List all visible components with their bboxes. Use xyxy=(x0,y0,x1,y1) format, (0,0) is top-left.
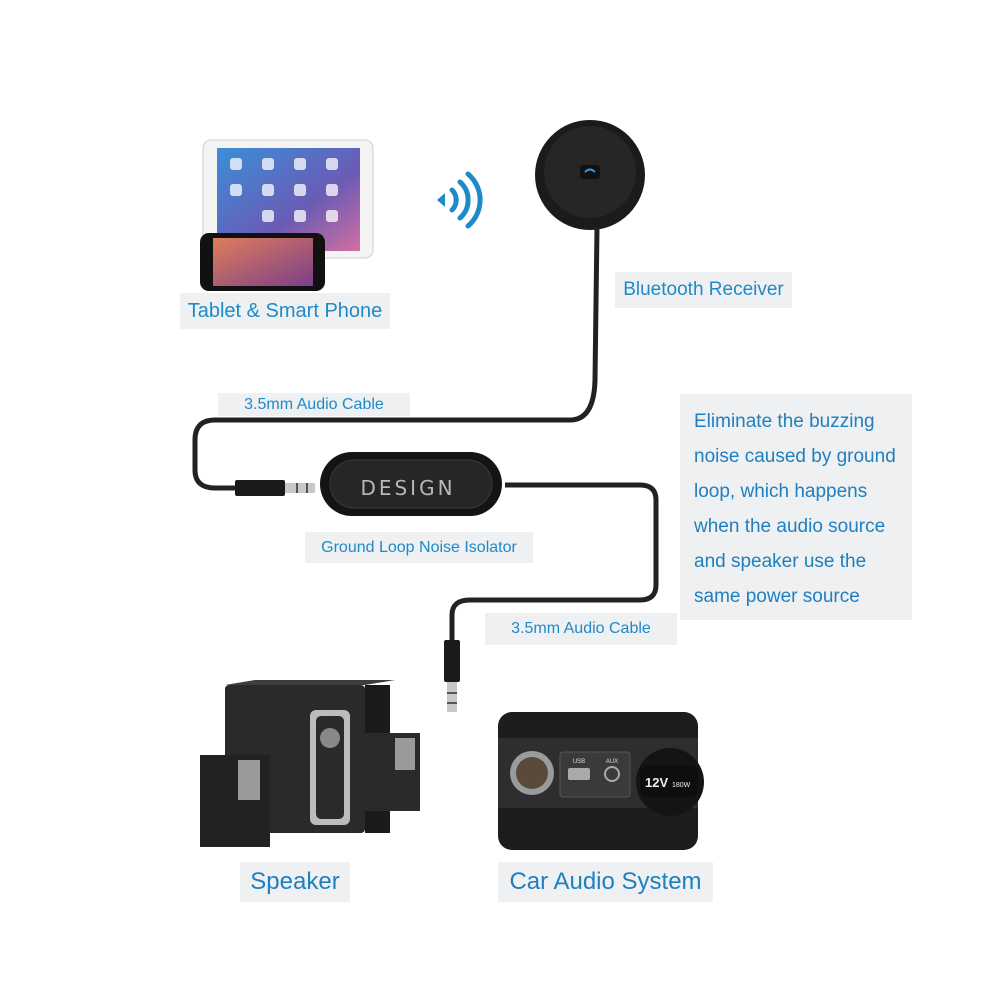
bluetooth-receiver-image xyxy=(535,120,645,230)
note-line: loop, which happens xyxy=(694,481,868,502)
ground-loop-isolator-image: DESIGN xyxy=(320,452,502,516)
note-line: and speaker use the xyxy=(694,551,867,572)
socket-watt-label: 180W xyxy=(672,782,691,789)
isolator-label: Ground Loop Noise Isolator xyxy=(305,532,533,563)
devices-label: Tablet & Smart Phone xyxy=(180,293,390,329)
wireless-signal-icon xyxy=(437,171,483,229)
speaker-label: Speaker xyxy=(240,862,350,902)
note-line: same power source xyxy=(694,586,860,607)
car-audio-image: USB AUX 12V 180W xyxy=(498,712,704,850)
app-icons xyxy=(230,158,338,222)
cable-top-label: 3.5mm Audio Cable xyxy=(218,393,410,416)
audio-jack-top xyxy=(235,480,315,496)
car-audio-label: Car Audio System xyxy=(498,862,713,902)
isolator-brand-text: DESIGN xyxy=(360,476,455,500)
receiver-label: Bluetooth Receiver xyxy=(615,272,792,308)
audio-jack-bottom xyxy=(444,640,460,712)
description-note: Eliminate the buzzing noise caused by gr… xyxy=(680,394,912,620)
socket-voltage-label: 12V xyxy=(645,775,668,790)
note-line: when the audio source xyxy=(694,516,886,537)
aux-port-label: AUX xyxy=(606,759,618,765)
note-line: Eliminate the buzzing xyxy=(694,411,875,432)
usb-port-label: USB xyxy=(573,759,585,765)
smartphone-image xyxy=(200,233,325,291)
cable-bottom-label: 3.5mm Audio Cable xyxy=(485,613,677,645)
note-line: noise caused by ground xyxy=(694,446,896,467)
audio-cables xyxy=(192,227,659,680)
speaker-image xyxy=(200,680,420,847)
